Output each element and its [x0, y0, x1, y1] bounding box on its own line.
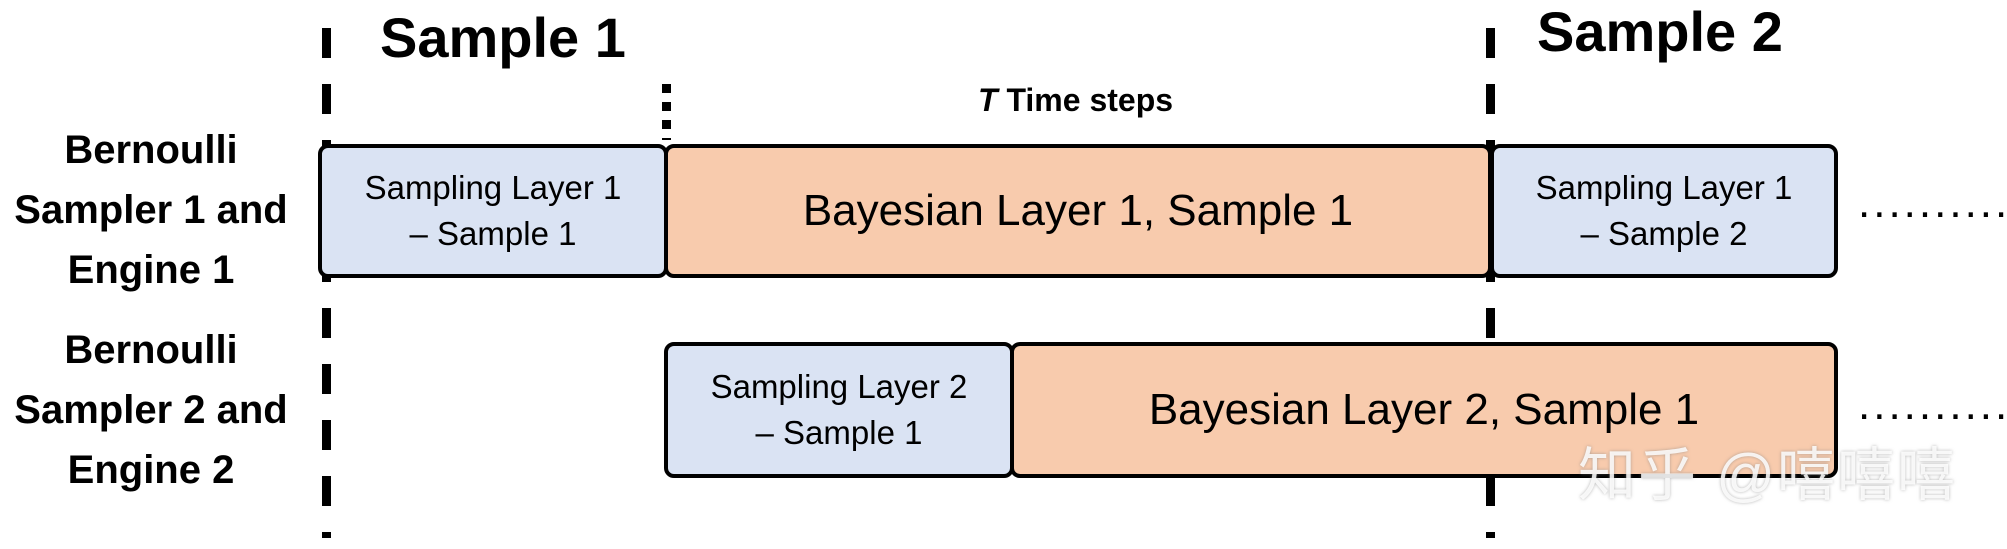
box-line: Sampling Layer 1	[364, 169, 622, 206]
row1-label-line: Engine 1	[67, 248, 235, 292]
time-steps-label: T Time steps	[978, 82, 1173, 119]
row1-label-line: Sampler 1 and	[14, 188, 288, 232]
row2-label: Bernoulli Sampler 2 and Engine 2	[1, 320, 301, 500]
row2-label-line: Engine 2	[67, 448, 235, 492]
box-text: Bayesian Layer 2, Sample 1	[1148, 385, 1700, 434]
row2-label-line: Sampler 2 and	[14, 388, 288, 432]
sample1-header: Sample 1	[380, 6, 626, 69]
sample1-boundary-line	[322, 28, 331, 538]
row2-label-line: Bernoulli	[64, 328, 238, 372]
time-steps-text: Time steps	[997, 82, 1174, 118]
box-line: Sampling Layer 2	[710, 368, 968, 405]
row1-label-line: Bernoulli	[64, 128, 238, 172]
box-line: – Sample 1	[755, 414, 923, 451]
row2-sampling-layer-2-sample-1: Sampling Layer 2 – Sample 1	[664, 342, 1014, 478]
box-line: – Sample 2	[1580, 215, 1748, 252]
row1-sampling-layer-1-sample-2: Sampling Layer 1 – Sample 2	[1490, 144, 1838, 278]
row1-label: Bernoulli Sampler 1 and Engine 1	[1, 120, 301, 300]
sample2-boundary-line	[1486, 28, 1495, 538]
row1-sampling-layer-1-sample-1: Sampling Layer 1 – Sample 1	[318, 144, 668, 278]
time-steps-variable: T	[978, 82, 998, 118]
box-line: Sampling Layer 1	[1535, 169, 1793, 206]
time-steps-start-marker	[662, 84, 671, 140]
sample2-header: Sample 2	[1537, 0, 1783, 63]
row2-continuation-dots: ..........	[1858, 380, 2007, 429]
watermark-text: 知乎 @嘻嘻嘻	[1578, 443, 1957, 508]
box-line: – Sample 1	[409, 215, 577, 252]
row1-continuation-dots: ..........	[1858, 178, 2007, 227]
row1-bayesian-layer-1-sample-1: Bayesian Layer 1, Sample 1	[664, 144, 1492, 278]
row2-bayesian-layer-2-sample-1: Bayesian Layer 2, Sample 1	[1010, 342, 1838, 478]
box-text: Bayesian Layer 1, Sample 1	[802, 186, 1354, 235]
